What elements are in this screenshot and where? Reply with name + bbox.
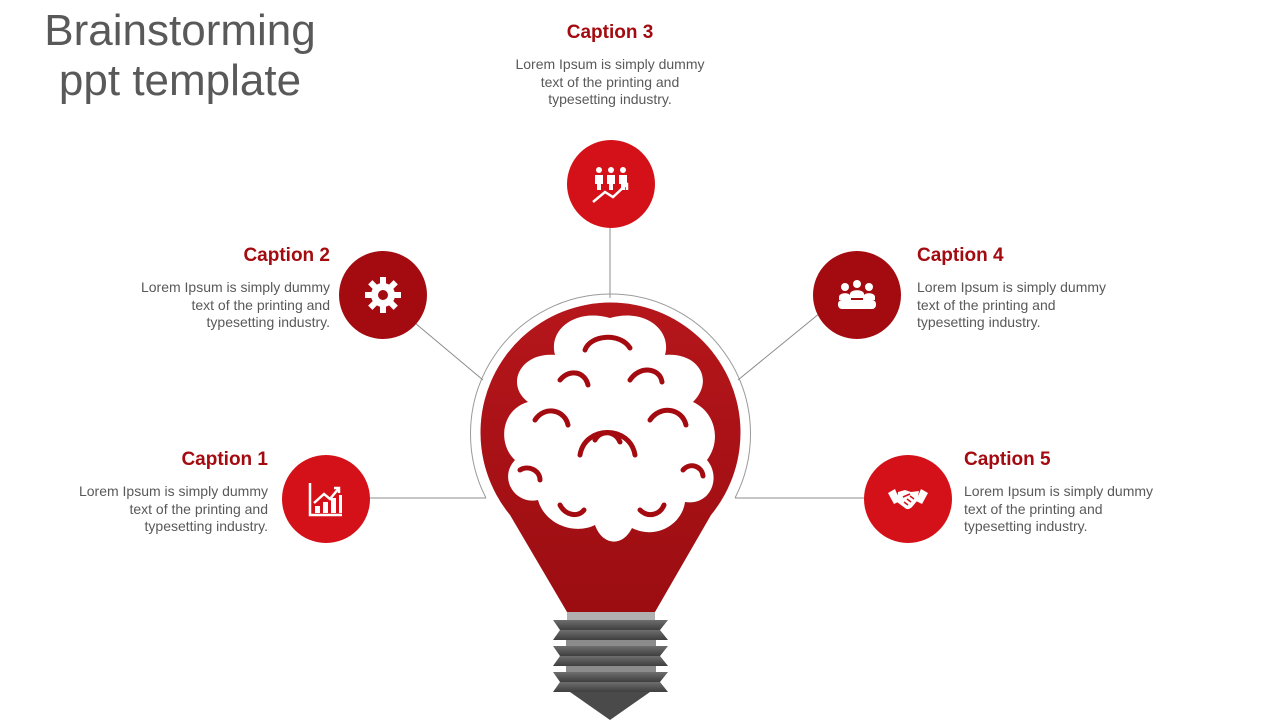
handshake-icon [888,489,928,510]
connector-line-2 [414,322,484,381]
caption-1-title: Caption 1 [181,449,268,470]
brain-folds [517,334,706,518]
caption-5-icon-circle [864,455,952,543]
caption-1-text: Lorem Ipsum is simply dummy text of the … [78,483,268,534]
caption-2-icon-circle [339,251,427,339]
bulb-base [553,612,668,720]
caption-4: Caption 4 Lorem Ipsum is simply dummy te… [917,245,1127,332]
gear-icon [365,277,401,313]
title-line-2: ppt template [58,56,302,105]
caption-2: Caption 2 Lorem Ipsum is simply dummy te… [120,245,330,332]
title-line-1: Brainstorming [44,6,316,55]
caption-3-title: Caption 3 [566,22,654,43]
caption-5: Caption 5 Lorem Ipsum is simply dummy te… [964,449,1174,536]
caption-5-title: Caption 5 [964,449,1051,470]
connector-line-4 [737,312,821,381]
caption-1: Caption 1 Lorem Ipsum is simply dummy te… [58,449,268,536]
brain-icon [504,315,715,542]
caption-2-title: Caption 2 [243,245,330,266]
caption-3-text: Lorem Ipsum is simply dummy text of the … [515,56,705,107]
bar-chart-icon [308,483,342,517]
caption-3-icon-circle [567,140,655,228]
caption-4-text: Lorem Ipsum is simply dummy text of the … [917,279,1107,330]
caption-1-icon-circle [282,455,370,543]
caption-4-icon-circle [813,251,901,339]
slide-title: Brainstorming ppt template [30,6,330,106]
caption-4-title: Caption 4 [917,245,1004,266]
meeting-icon [838,280,876,309]
team-growth-icon [592,167,629,203]
caption-5-text: Lorem Ipsum is simply dummy text of the … [964,483,1154,534]
caption-2-text: Lorem Ipsum is simply dummy text of the … [140,279,330,330]
caption-3: Caption 3 Lorem Ipsum is simply dummy te… [510,22,710,109]
bulb-outline-arc [470,293,751,499]
